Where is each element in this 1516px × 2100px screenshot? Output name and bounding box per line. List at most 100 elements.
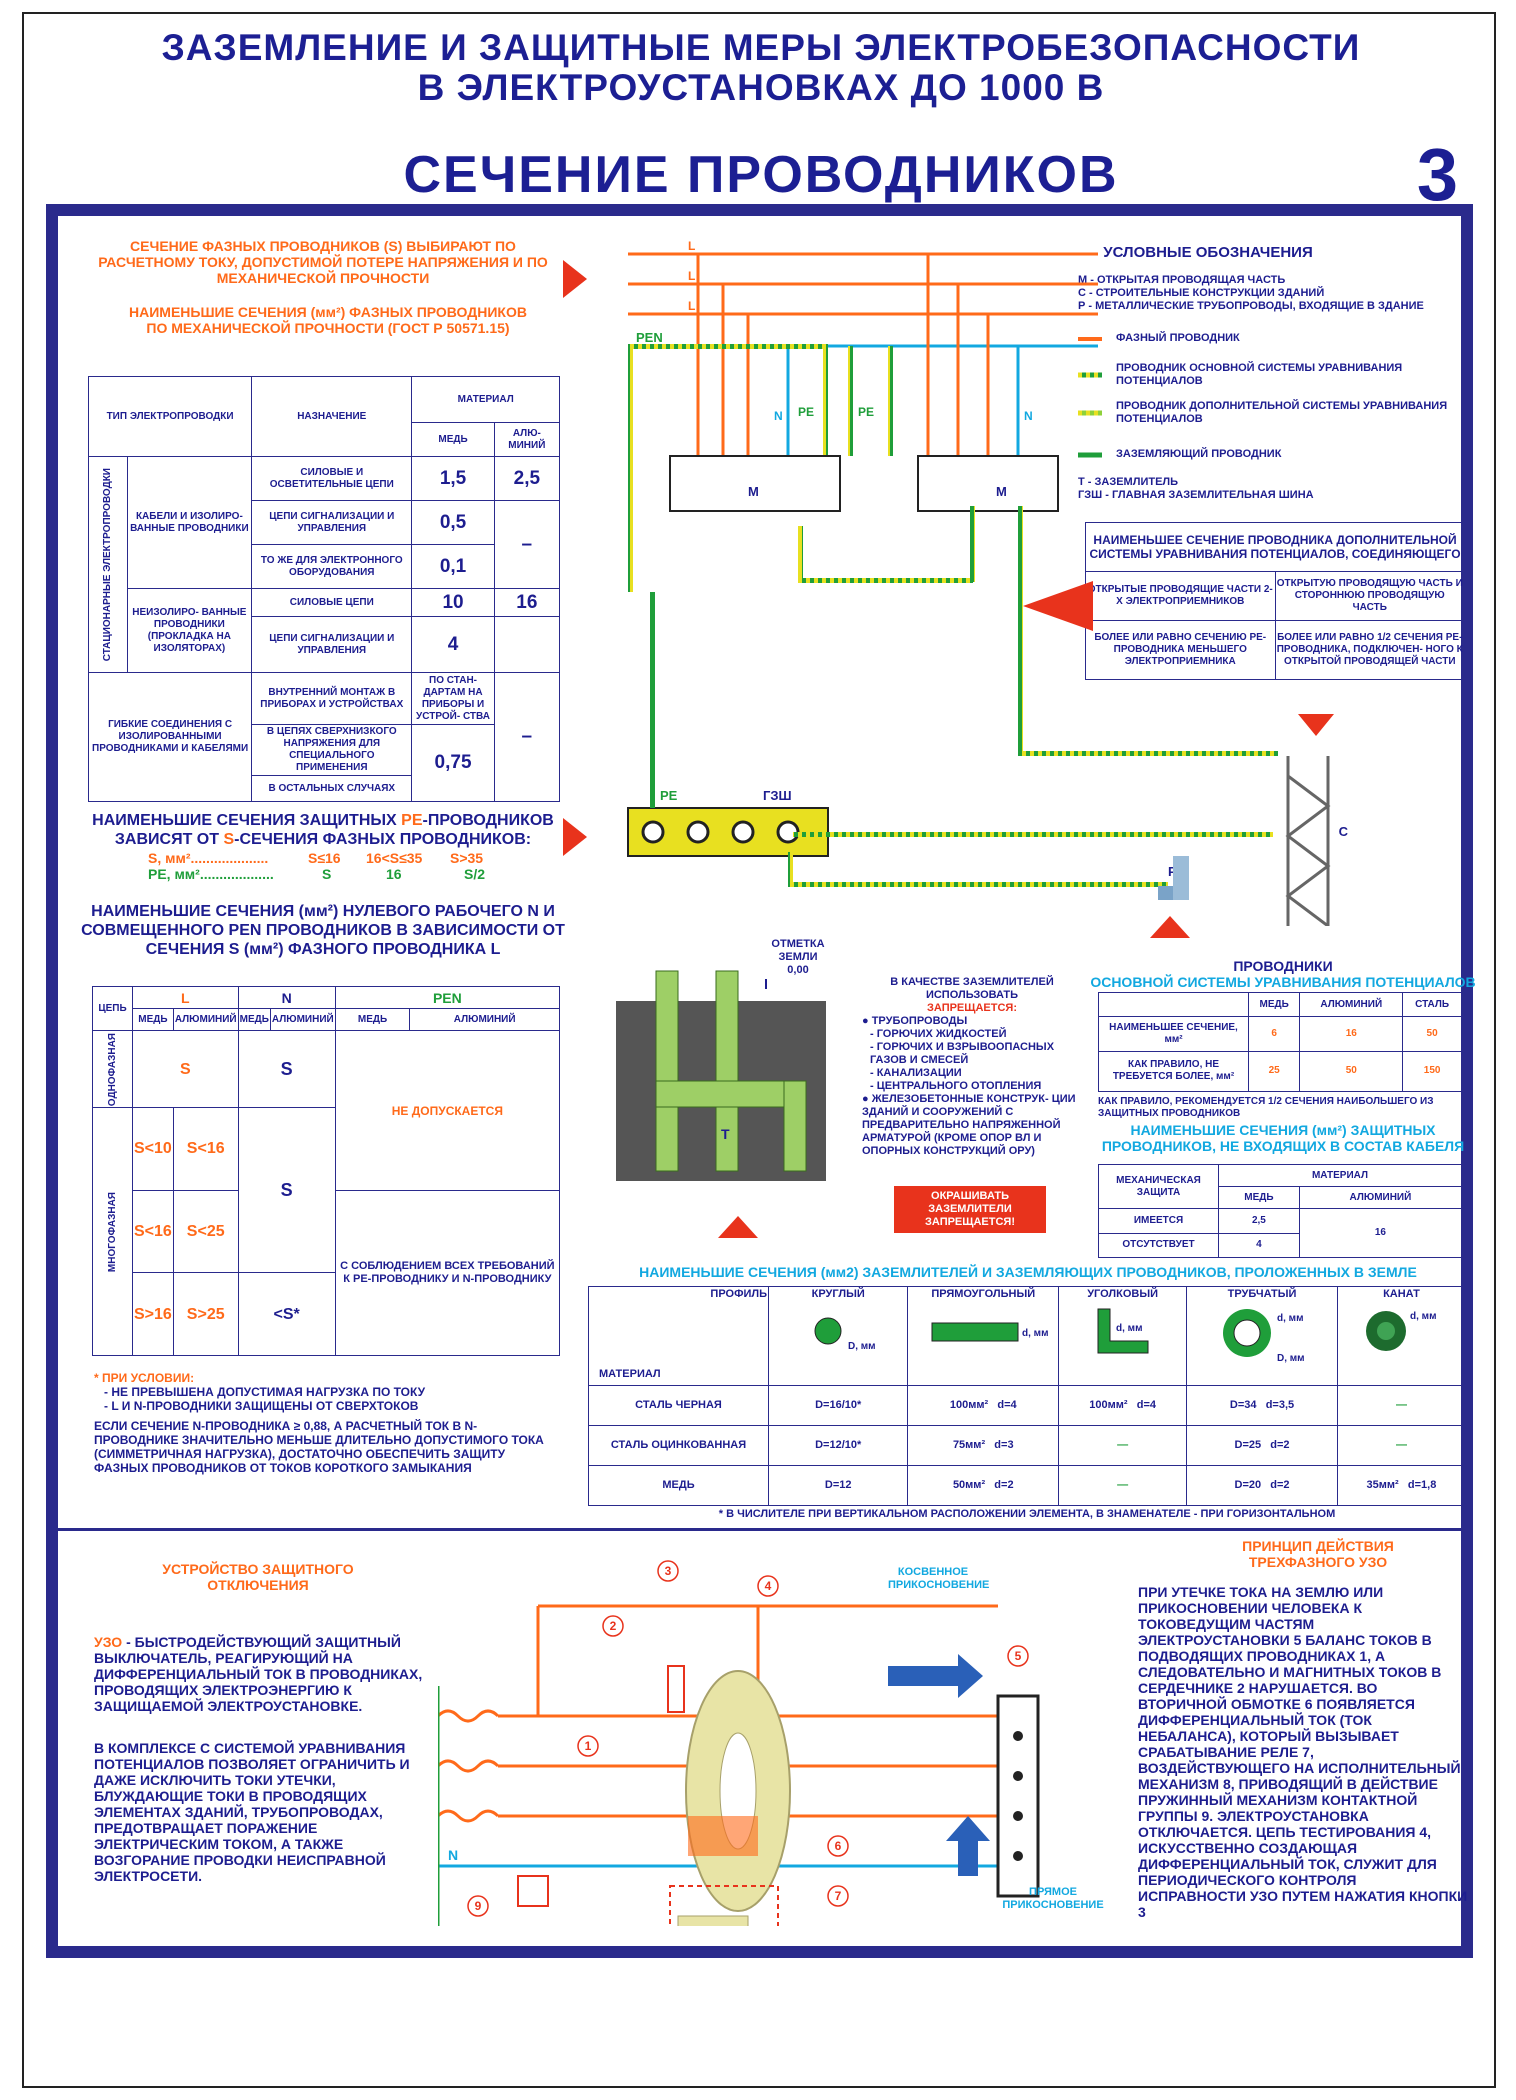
svg-text:C: C <box>1339 824 1349 839</box>
svg-text:6: 6 <box>835 1839 842 1853</box>
add-system-table: НАИМЕНЬШЕЕ СЕЧЕНИЕ ПРОВОДНИКА ДОПОЛНИТЕЛ… <box>1085 522 1465 681</box>
svg-text:2: 2 <box>610 1619 617 1633</box>
svg-text:d, мм: d, мм <box>1410 1311 1436 1322</box>
svg-text:N: N <box>774 409 783 423</box>
mech-r5-cu: 4 <box>411 616 495 673</box>
legend-phase: ФАЗНЫЙ ПРОВОДНИК <box>1116 332 1240 344</box>
svg-text:1: 1 <box>585 1739 592 1753</box>
n-multi: МНОГОФАЗНАЯ <box>106 1191 118 1272</box>
svg-text:d, мм: d, мм <box>1277 1313 1303 1324</box>
n-col-L: L <box>132 985 239 1010</box>
phase-lines <box>628 252 1098 456</box>
mech-r2-cu: 0,5 <box>411 500 495 545</box>
header-line-1: ЗАЗЕМЛЕНИЕ И ЗАЩИТНЫЕ МЕРЫ ЭЛЕКТРОБЕЗОПА… <box>161 27 1361 68</box>
uzo-title: УСТРОЙСТВО ЗАЩИТНОГО ОТКЛЮЧЕНИЯ <box>162 1561 354 1593</box>
mech-r1-al: 2,5 <box>493 456 561 501</box>
main-system-note: КАК ПРАВИЛО, РЕКОМЕНДУЕТСЯ 1/2 СЕЧЕНИЯ Н… <box>1098 1096 1434 1119</box>
svg-text:d, мм: d, мм <box>1022 1328 1048 1339</box>
mech-bare: НЕИЗОЛИРО- ВАННЫЕ ПРОВОДНИКИ (ПРОКЛАДКА … <box>126 588 253 673</box>
mech-flexible: ГИБКИЕ СОЕДИНЕНИЯ С ИЗОЛИРОВАННЫМИ ПРОВО… <box>87 672 253 802</box>
n-conditions: С СОБЛЮДЕНИЕМ ВСЕХ ТРЕБОВАНИЙ К PE-ПРОВО… <box>334 1189 561 1357</box>
uzo-text-1: УЗО - БЫСТРОДЕЙСТВУЮЩИЙ ЗАЩИТНЫЙ ВЫКЛЮЧА… <box>94 1634 423 1714</box>
add-title: НАИМЕНЬШЕЕ СЕЧЕНИЕ ПРОВОДНИКА ДОПОЛНИТЕЛ… <box>1085 522 1465 572</box>
mech-r2-al: – <box>493 500 561 589</box>
mech-r6-cu: ПО СТАН- ДАРТАМ НА ПРИБОРЫ И УСТРОЙ- СТВ… <box>411 672 495 725</box>
indirect-contact: КОСВЕННОЕ ПРИКОСНОВЕНИЕ <box>888 1566 990 1591</box>
mech-table-title: НАИМЕНЬШИЕ СЕЧЕНИЯ (мм²) ФАЗНЫХ ПРОВОДНИ… <box>129 304 527 336</box>
mech-r4-cu: 10 <box>411 588 495 617</box>
intro-text: СЕЧЕНИЕ ФАЗНЫХ ПРОВОДНИКОВ (S) ВЫБИРАЮТ … <box>98 238 548 286</box>
svg-text:M: M <box>748 484 759 499</box>
svg-text:PE: PE <box>660 788 678 803</box>
legend-add: ПРОВОДНИК ДОПОЛНИТЕЛЬНОЙ СИСТЕМЫ УРАВНИВ… <box>1116 400 1448 425</box>
legend-swatches <box>1078 337 1102 458</box>
mech-r2: ЦЕПИ СИГНАЛИЗАЦИИ И УПРАВЛЕНИЯ <box>251 500 413 545</box>
svg-text:T: T <box>721 1126 730 1142</box>
n-col-circuit: ЦЕПЬ <box>92 985 133 1032</box>
mech-col-cu: МЕДЬ <box>411 422 495 457</box>
ground-footnote: * В ЧИСЛИТЕЛЕ ПРИ ВЕРТИКАЛЬНОМ РАСПОЛОЖЕ… <box>718 1508 1336 1520</box>
paint-warning: ОКРАШИВАТЬ ЗАЗЕМЛИТЕЛИ ЗАПРЕЩАЕТСЯ! <box>894 1186 1046 1233</box>
svg-text:L: L <box>688 269 695 283</box>
n-title: НАИМЕНЬШИЕ СЕЧЕНИЯ (мм²) НУЛЕВОГО РАБОЧЕ… <box>81 903 565 958</box>
mech-r5: ЦЕПИ СИГНАЛИЗАЦИИ И УПРАВЛЕНИЯ <box>251 616 413 673</box>
mech-col-al: АЛЮ- МИНИЙ <box>493 422 561 457</box>
svg-text:L: L <box>688 239 695 253</box>
legend-earth: ЗАЗЕМЛЯЮЩИЙ ПРОВОДНИК <box>1116 448 1282 460</box>
mech-r4: СИЛОВЫЕ ЦЕПИ <box>251 588 413 617</box>
page-title: СЕЧЕНИЕ ПРОВОДНИКОВ <box>403 146 1119 204</box>
label-pen: PEN <box>636 330 663 345</box>
svg-text:4: 4 <box>765 1579 772 1593</box>
legend-title: УСЛОВНЫЕ ОБОЗНАЧЕНИЯ <box>1103 244 1313 261</box>
svg-text:N: N <box>448 1847 458 1863</box>
svg-text:d, мм: d, мм <box>1116 1323 1142 1334</box>
poster: ЗАЗЕМЛЕНИЕ И ЗАЩИТНЫЕ МЕРЫ ЭЛЕКТРОБЕЗОПА… <box>22 12 1496 2088</box>
svg-text:5: 5 <box>1015 1649 1022 1663</box>
svg-text:ГЗШ: ГЗШ <box>763 788 792 803</box>
mech-col-purpose: НАЗНАЧЕНИЕ <box>251 376 413 457</box>
principle-title: ПРИНЦИП ДЕЙСТВИЯ ТРЕХФАЗНОГО УЗО <box>1242 1538 1394 1570</box>
svg-text:9: 9 <box>475 1899 482 1913</box>
mech-r1-cu: 1,5 <box>411 456 495 501</box>
mech-r6: ВНУТРЕННИЙ МОНТАЖ В ПРИБОРАХ И УСТРОЙСТВ… <box>251 672 413 725</box>
mech-r8: В ОСТАЛЬНЫХ СЛУЧАЯХ <box>251 775 413 802</box>
svg-text:L: L <box>688 299 695 313</box>
mech-stationary: СТАЦИОНАРНЫЕ ЭЛЕКТРОПРОВОДКИ <box>101 467 113 662</box>
pe-title: НАИМЕНЬШИЕ СЕЧЕНИЯ ЗАЩИТНЫХ PE-ПРОВОДНИК… <box>92 812 554 848</box>
svg-text:PE: PE <box>798 405 814 419</box>
section-divider <box>58 1528 1461 1531</box>
svg-text:P: P <box>1168 864 1177 879</box>
legend-main: ПРОВОДНИК ОСНОВНОЙ СИСТЕМЫ УРАВНИВАНИЯ П… <box>1116 362 1403 387</box>
svg-text:7: 7 <box>835 1889 842 1903</box>
prot-title: НАИМЕНЬШИЕ СЕЧЕНИЯ (мм²) ЗАЩИТНЫХ ПРОВОД… <box>1101 1122 1465 1154</box>
sheet-number: 3 <box>1416 133 1458 216</box>
mech-cables: КАБЕЛИ И ИЗОЛИРО- ВАННЫЕ ПРОВОДНИКИ <box>126 456 253 589</box>
uzo-text-2: В КОМПЛЕКСЕ С СИСТЕМОЙ УРАВНИВАНИЯ ПОТЕН… <box>94 1740 410 1884</box>
earth-electrode: T <box>616 970 826 1181</box>
n-col-PEN: PEN <box>334 985 561 1010</box>
content-frame: СЕЧЕНИЕ ФАЗНЫХ ПРОВОДНИКОВ (S) ВЫБИРАЮТ … <box>46 204 1476 1958</box>
svg-text:D, мм: D, мм <box>848 1341 876 1352</box>
n-single: ОДНОФАЗНАЯ <box>106 1032 118 1106</box>
mech-r1: СИЛОВЫЕ И ОСВЕТИТЕЛЬНЫЕ ЦЕПИ <box>251 456 413 501</box>
mech-r3: ТО ЖЕ ДЛЯ ЭЛЕКТРОННОГО ОБОРУДОВАНИЯ <box>251 544 413 589</box>
svg-text:3: 3 <box>665 1564 672 1578</box>
mech-r4-al: 16 <box>493 588 561 617</box>
direct-contact: ПРЯМОЕ ПРИКОСНОВЕНИЕ <box>1002 1886 1104 1911</box>
n-not-allowed: НЕ ДОПУСКАЕТСЯ <box>334 1030 561 1191</box>
n-col-N: N <box>237 985 336 1010</box>
svg-text:PE: PE <box>858 405 874 419</box>
svg-text:D, мм: D, мм <box>1277 1353 1305 1364</box>
device-m-2 <box>917 455 1059 512</box>
